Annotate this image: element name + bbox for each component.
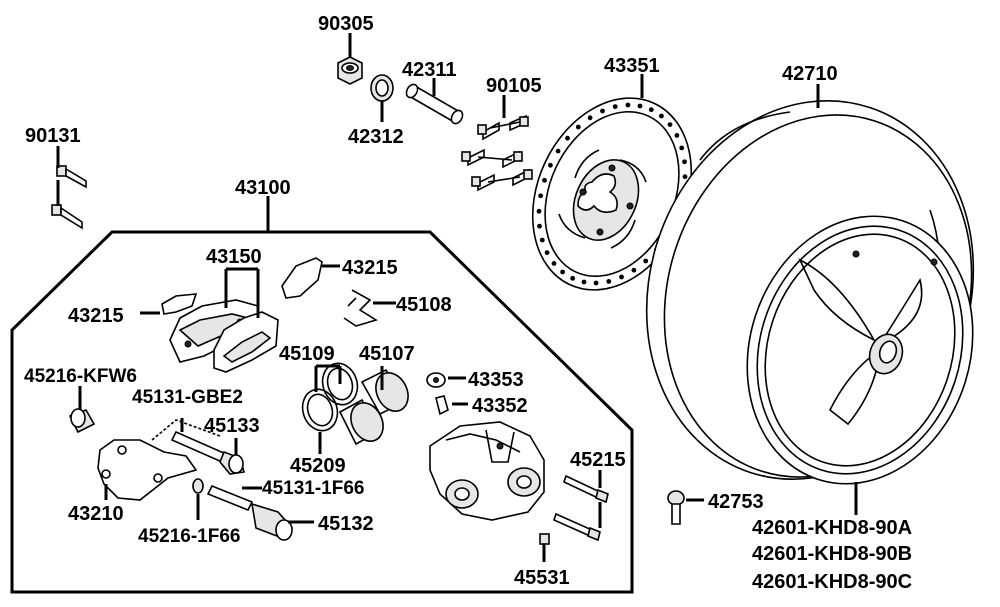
- disc-vent-hole: [539, 237, 545, 243]
- disc-vent-hole: [667, 122, 673, 127]
- disc-vent-hole: [575, 124, 581, 130]
- disc-vent-hole: [631, 267, 637, 273]
- disc-vent-hole: [570, 275, 576, 281]
- disc-vent-hole: [542, 177, 547, 183]
- disc-vent-hole: [548, 162, 553, 168]
- bushing-icon[interactable]: [68, 408, 96, 434]
- part-label: 42753: [708, 491, 764, 513]
- part-label: 90131: [25, 125, 81, 147]
- part-label: 43215: [342, 257, 398, 279]
- part-label: 45216-1F66: [138, 526, 240, 547]
- disc-vent-hole: [587, 115, 593, 121]
- nut-icon[interactable]: [539, 533, 550, 545]
- part-label: 43150: [206, 246, 262, 268]
- disc-vent-hole: [679, 145, 685, 151]
- bushing-icon[interactable]: [370, 74, 394, 102]
- disc-vent-hole: [581, 279, 587, 285]
- disc-vent-hole: [600, 108, 605, 114]
- disc-vent-hole: [643, 258, 649, 264]
- disc-vent-hole: [538, 193, 543, 199]
- caliper-assembly-boundary: [10, 230, 634, 594]
- part-label: 45131-GBE2: [132, 387, 243, 408]
- pad-spring-icon[interactable]: [281, 257, 323, 299]
- disc-vent-hole: [560, 269, 565, 275]
- spacer-icon[interactable]: [404, 82, 465, 125]
- bushing-icon[interactable]: [192, 478, 204, 494]
- slide-pin-icon[interactable]: [553, 474, 609, 542]
- part-label: 45216-KFW6: [24, 366, 137, 387]
- slide-pin-icon[interactable]: [170, 430, 246, 475]
- part-label: 42710: [782, 63, 838, 85]
- pad-spring-icon[interactable]: [161, 293, 198, 315]
- part-label: 42311: [402, 59, 457, 81]
- part-label: 45108: [396, 294, 452, 316]
- part-label: 90105: [486, 75, 542, 97]
- part-label: 43215: [68, 305, 124, 327]
- caliper-bracket-icon[interactable]: [97, 439, 198, 501]
- part-label: 45132: [318, 513, 374, 535]
- disc-vent-hole: [551, 261, 557, 266]
- part-label: 45215: [570, 449, 626, 471]
- brake-disc-icon[interactable]: [503, 72, 722, 316]
- part-label: 43100: [235, 177, 291, 199]
- bleeder-valve-icon[interactable]: [426, 372, 449, 416]
- caliper-body-icon[interactable]: [429, 421, 545, 521]
- part-label: 42312: [348, 126, 404, 148]
- part-label: 43351: [604, 55, 660, 77]
- part-label: 45131-1F66: [262, 478, 364, 499]
- nut-icon[interactable]: [337, 56, 363, 85]
- disc-vent-hole: [536, 208, 542, 214]
- bolt-icon[interactable]: [51, 165, 87, 230]
- disc-vent-hole: [544, 250, 550, 256]
- part-label: 45209: [290, 455, 346, 477]
- valve-stem-icon[interactable]: [667, 490, 685, 525]
- part-label: 90305: [318, 13, 374, 35]
- disc-vent-hole: [648, 107, 654, 113]
- disc-vent-hole: [682, 159, 687, 165]
- disc-vent-hole: [612, 104, 618, 109]
- disc-vent-hole: [537, 223, 542, 229]
- part-label: 42601-KHD8-90A: [752, 517, 912, 539]
- wheel-rim-icon[interactable]: [713, 187, 1000, 514]
- part-label: 45109: [279, 343, 335, 365]
- disc-vent-hole: [606, 279, 612, 284]
- disc-vent-hole: [625, 102, 631, 108]
- pad-spring-icon[interactable]: [343, 289, 378, 327]
- part-label: 45107: [359, 343, 415, 365]
- part-label: 43353: [468, 369, 524, 391]
- disc-vent-hole: [555, 148, 561, 154]
- disc-vent-hole: [637, 103, 643, 109]
- disc-vent-hole: [674, 133, 680, 138]
- slide-pin-icon[interactable]: [206, 484, 294, 541]
- stud-bolt-icon[interactable]: [461, 114, 533, 192]
- part-label: 43210: [68, 503, 124, 525]
- disc-vent-hole: [659, 113, 664, 119]
- part-label: 42601-KHD8-90C: [752, 571, 912, 593]
- disc-vent-hole: [565, 135, 570, 141]
- part-label: 42601-KHD8-90B: [752, 543, 912, 565]
- disc-vent-hole: [682, 174, 688, 180]
- part-label: 45531: [514, 567, 570, 589]
- disc-vent-hole: [593, 280, 599, 286]
- seal-ring-icon[interactable]: [297, 359, 362, 435]
- disc-vent-hole: [619, 274, 624, 280]
- brake-pad-icon[interactable]: [169, 299, 279, 373]
- part-label: 43352: [472, 395, 528, 417]
- part-label: 45133: [204, 415, 260, 437]
